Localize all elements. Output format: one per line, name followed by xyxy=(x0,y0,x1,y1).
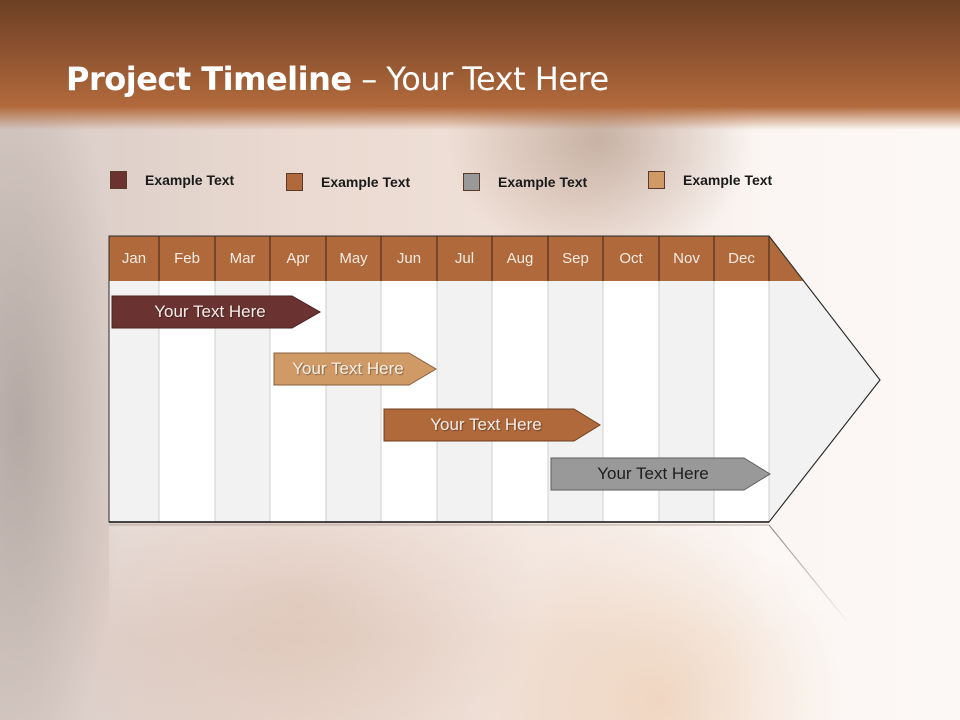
header-band xyxy=(0,0,960,130)
legend-label: Example Text xyxy=(321,174,411,190)
slide-title-rest: – Your Text Here xyxy=(351,60,609,98)
task-bar-label: Your Text Here xyxy=(292,359,404,378)
task-bar-label: Your Text Here xyxy=(154,302,266,321)
legend-item-3: Example Text xyxy=(463,172,587,192)
legend-label: Example Text xyxy=(498,174,588,190)
month-nov: Nov xyxy=(673,250,700,267)
legend-swatch-icon xyxy=(110,171,127,189)
month-feb: Feb xyxy=(174,250,200,267)
month-sep: Sep xyxy=(562,250,589,267)
slide-title-bold: Project Timeline xyxy=(66,60,352,98)
month-may: May xyxy=(339,250,368,267)
legend-item-1: Example Text xyxy=(110,170,234,190)
month-oct: Oct xyxy=(619,250,643,267)
month-aug: Aug xyxy=(506,250,534,267)
legend-label: Example Text xyxy=(683,172,773,188)
task-bar-label: Your Text Here xyxy=(597,464,709,483)
month-jan: Jan xyxy=(121,250,147,267)
legend-swatch-icon xyxy=(463,173,480,191)
month-jun: Jun xyxy=(396,250,422,267)
month-apr: Apr xyxy=(286,250,310,267)
task-bar-2[interactable]: Your Text Here xyxy=(274,353,436,385)
legend-swatch-icon xyxy=(648,171,665,189)
month-dec: Dec xyxy=(728,250,755,267)
task-bar-1[interactable]: Your Text Here xyxy=(112,296,320,328)
month-jul: Jul xyxy=(454,250,475,267)
slide-title: Project Timeline – Your Text Here xyxy=(66,60,609,98)
month-mar: Mar xyxy=(229,250,256,267)
task-bar-4[interactable]: Your Text Here xyxy=(551,458,770,490)
legend-label: Example Text xyxy=(145,172,235,188)
legend-item-4: Example Text xyxy=(648,170,772,190)
legend-item-2: Example Text xyxy=(286,172,410,192)
task-bar-3[interactable]: Your Text Here xyxy=(384,409,600,441)
task-bar-label: Your Text Here xyxy=(430,415,542,434)
legend-swatch-icon xyxy=(286,173,303,191)
